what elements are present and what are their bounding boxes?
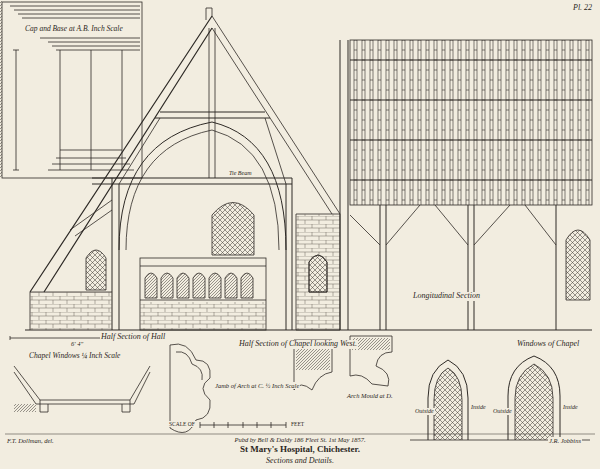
detail-title: Jamb of Arch at C. ½ Inch Scale — [214, 382, 300, 389]
engraver-credit: J.R. Jobbins — [548, 437, 582, 444]
part-name: Tie Beam — [228, 170, 253, 177]
scale-label: FEET — [290, 421, 305, 427]
detail-title: Arch Mould at D. — [346, 392, 394, 399]
section-title: Half Section of Chapel looking West. — [238, 340, 358, 349]
scale-label: SCALE OF — [168, 421, 196, 427]
plate-title: St Mary's Hospital, Chichester. — [239, 445, 361, 455]
detail-title: Chapel Windows ¼ Inch Scale — [28, 352, 121, 360]
side-label: Inside — [470, 404, 487, 411]
side-label: Outside — [492, 408, 513, 415]
section-title: Longitudinal Section — [412, 292, 481, 301]
detail-title: Windows of Chapel — [516, 340, 580, 349]
dimension: 6' 4" — [70, 340, 84, 347]
detail-title: Cap and Base at A.B. Inch Scale — [24, 25, 124, 33]
side-label: Outside — [414, 408, 435, 415]
draughtsman-credit: F.T. Dollman, del. — [6, 437, 55, 444]
publisher-line: Pubd by Bell & Daldy 186 Fleet St. 1st M… — [233, 436, 366, 443]
plate-caption: Sections and Details. — [265, 457, 335, 466]
section-title: Half Section of Hall — [100, 333, 166, 342]
plate-number: Pl. 22 — [572, 4, 593, 13]
side-label: Inside — [562, 404, 579, 411]
